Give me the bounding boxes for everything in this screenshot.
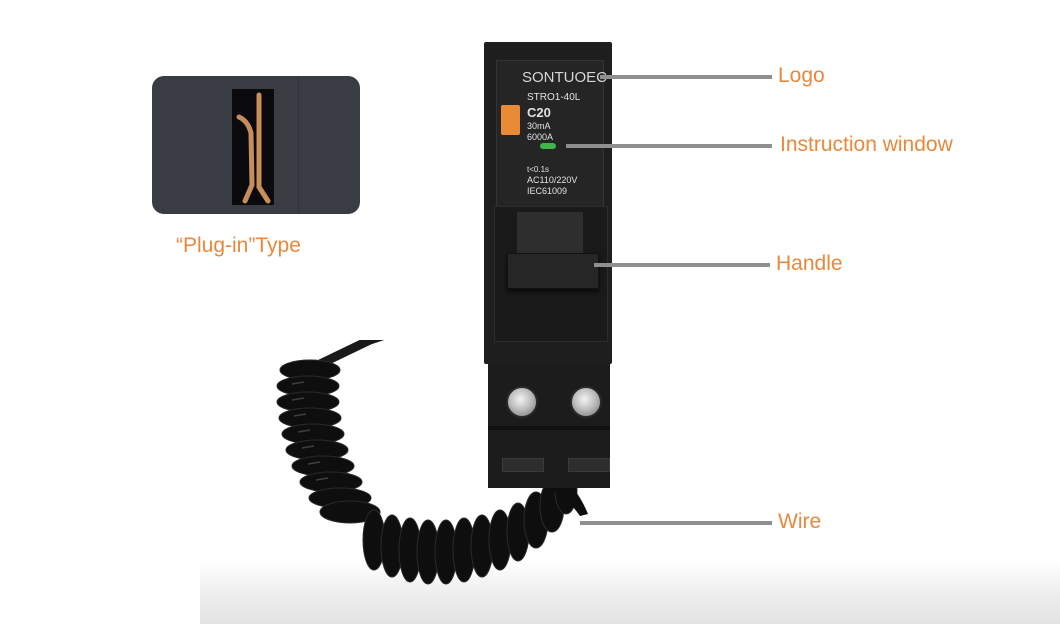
voltage-rating: AC110/220V [527,175,578,185]
current-rating: C20 [527,105,551,120]
wire-slot [502,458,544,472]
wire-leader-line [580,521,772,525]
standard-code: IEC61009 [527,186,568,196]
floor-shadow [200,560,1060,624]
test-button[interactable] [501,105,520,135]
instruction-window-leader-line [566,144,772,148]
housing-seam [298,76,299,214]
handle-leader-line [594,263,770,267]
callout-instruction-window: Instruction window [780,133,953,156]
trip-time: t<0.1s [527,165,550,174]
terminal-ridge [488,426,610,430]
instruction-window [540,143,556,149]
brand-logo: SONTUOEC [522,69,608,86]
callout-handle: Handle [776,252,843,275]
terminal-block [488,364,610,488]
breaking-capacity: 6000A [527,132,554,142]
handle-top [517,212,583,258]
wire-slot [568,458,610,472]
sensitivity-rating: 30mA [527,121,551,131]
logo-leader-line [600,75,772,79]
handle-recess [494,206,608,342]
handle-lever[interactable] [507,253,599,289]
copper-clip-icon [236,92,271,204]
terminal-screw-icon[interactable] [570,386,602,418]
breaker-body: SONTUOEC STRO1-40L C20 30mA 6000A t<0.1s… [484,42,612,364]
terminal-screw-icon[interactable] [506,386,538,418]
plug-slot [232,89,274,205]
plug-in-detail-image [152,76,360,214]
circuit-breaker: SONTUOEC STRO1-40L C20 30mA 6000A t<0.1s… [484,42,612,488]
callout-logo: Logo [778,64,825,87]
plug-in-type-caption: “Plug-in”Type [176,234,301,257]
model-number: STRO1-40L [527,92,581,103]
callout-wire: Wire [778,510,822,533]
